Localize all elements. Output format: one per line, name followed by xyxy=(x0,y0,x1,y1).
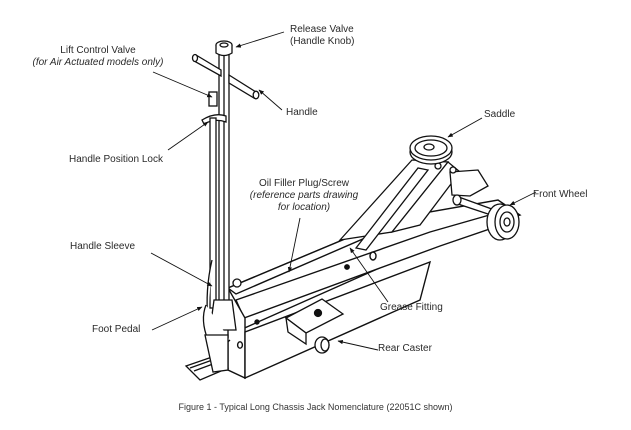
label-oil-filler-line3: for location) xyxy=(277,202,331,213)
leader-release-valve xyxy=(235,31,285,48)
leader-handle-sleeve xyxy=(150,252,213,287)
leader-handle xyxy=(258,89,283,111)
label-handle-position-lock: Handle Position Lock xyxy=(69,154,163,165)
saddle xyxy=(409,135,453,165)
label-rear-caster: Rear Caster xyxy=(378,343,432,354)
label-oil-filler: Oil Filler Plug/Screw (reference parts d… xyxy=(244,178,364,214)
leader-rear-caster xyxy=(337,339,379,351)
leader-oil-filler xyxy=(287,217,301,273)
figure-caption: Figure 1 - Typical Long Chassis Jack Nom… xyxy=(178,402,453,412)
leader-saddle xyxy=(447,117,483,138)
leader-lines xyxy=(150,31,537,351)
label-grease-fitting: Grease Fitting xyxy=(380,302,443,313)
label-release-valve: Release Valve (Handle Knob) xyxy=(290,24,354,48)
label-lift-control-valve-line2: (for Air Actuated models only) xyxy=(32,57,164,68)
label-release-valve-line1: Release Valve xyxy=(290,24,354,35)
front-wheel-assembly xyxy=(452,194,520,241)
label-lift-control-valve-line1: Lift Control Valve xyxy=(60,45,136,56)
foot-pedal xyxy=(184,334,230,381)
label-lift-control-valve: Lift Control Valve (for Air Actuated mod… xyxy=(18,45,178,69)
label-release-valve-line2: (Handle Knob) xyxy=(290,36,355,47)
label-oil-filler-line2: (reference parts drawing xyxy=(249,190,359,201)
label-handle: Handle xyxy=(286,107,318,118)
label-foot-pedal: Foot Pedal xyxy=(92,324,141,335)
leader-lift-control-valve xyxy=(152,71,213,98)
label-saddle: Saddle xyxy=(484,109,516,120)
lift-arm xyxy=(338,159,489,251)
leader-handle-position-lock xyxy=(167,121,209,151)
leader-foot-pedal xyxy=(151,306,203,331)
rear-caster xyxy=(284,298,345,354)
leader-grease-fitting xyxy=(349,247,389,303)
leader-front-wheel xyxy=(509,191,537,206)
label-handle-sleeve: Handle Sleeve xyxy=(70,241,136,252)
label-front-wheel: Front Wheel xyxy=(533,189,588,200)
label-oil-filler-line1: Oil Filler Plug/Screw xyxy=(258,178,350,189)
